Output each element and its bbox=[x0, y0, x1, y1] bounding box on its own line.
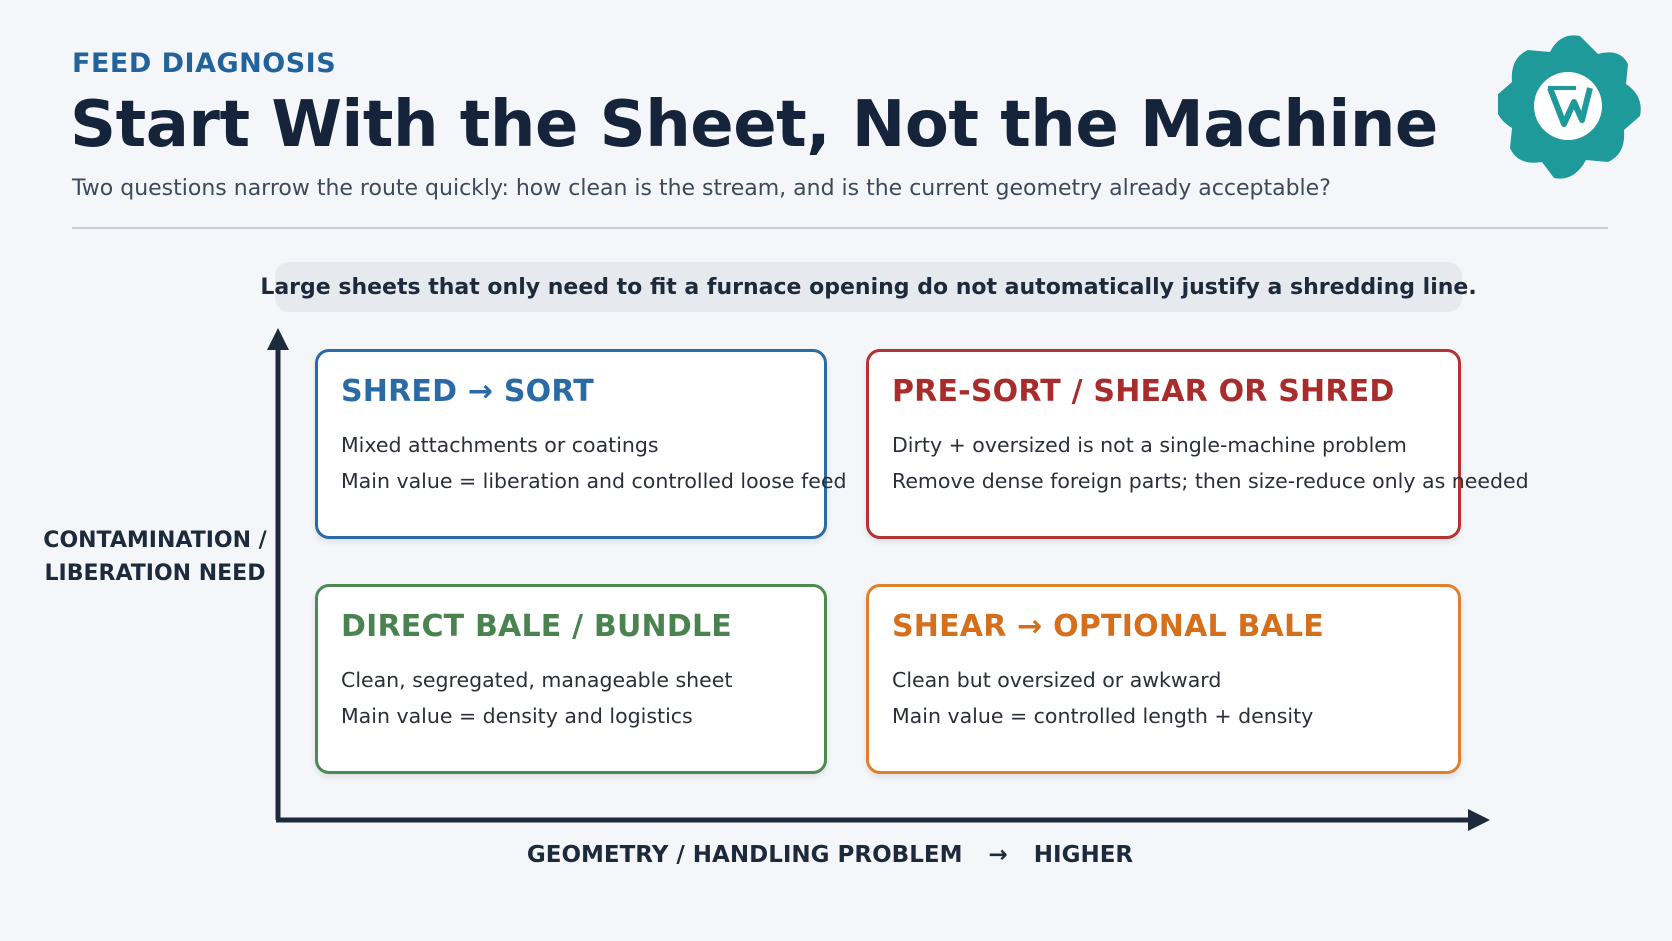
gear-center bbox=[1534, 72, 1602, 140]
quadrant-title: PRE-SORT / SHEAR OR SHRED bbox=[892, 374, 1395, 409]
quadrant-shred-sort: SHRED → SORT Mixed attachments or coatin… bbox=[315, 349, 847, 539]
eyebrow-label: FEED DIAGNOSIS bbox=[72, 48, 337, 79]
y-axis-label-line2: LIBERATION NEED bbox=[44, 561, 266, 586]
page-title: Start With the Sheet, Not the Machine bbox=[70, 88, 1438, 162]
quadrant-line: Clean but oversized or awkward bbox=[892, 668, 1222, 692]
quadrant-direct-bale-bundle: DIRECT BALE / BUNDLE Clean, segregated, … bbox=[315, 584, 827, 774]
x-axis-label-arrow: → bbox=[988, 842, 1008, 868]
quadrant-presort-shear-or-shred: PRE-SORT / SHEAR OR SHRED Dirty + oversi… bbox=[866, 349, 1529, 539]
x-axis-arrowhead bbox=[1468, 809, 1490, 831]
quadrant-title: SHRED → SORT bbox=[341, 374, 594, 409]
y-axis-label: CONTAMINATION / LIBERATION NEED bbox=[40, 524, 270, 590]
y-axis-arrowhead bbox=[267, 328, 289, 350]
x-axis-label-text: GEOMETRY / HANDLING PROBLEM bbox=[526, 842, 963, 868]
quadrant-line: Main value = controlled length + density bbox=[892, 704, 1314, 728]
quadrant-title: DIRECT BALE / BUNDLE bbox=[341, 609, 732, 644]
quadrant-line: Main value = density and logistics bbox=[341, 704, 693, 728]
x-axis-label-direction: HIGHER bbox=[1033, 842, 1134, 868]
quadrant-line: Remove dense foreign parts; then size-re… bbox=[892, 469, 1529, 493]
quadrant-line: Main value = liberation and controlled l… bbox=[341, 469, 847, 493]
quadrant-shear-optional-bale: SHEAR → OPTIONAL BALE Clean but oversize… bbox=[866, 584, 1461, 774]
x-axis-label: GEOMETRY / HANDLING PROBLEM → HIGHER bbox=[480, 842, 1180, 868]
y-axis-label-line1: CONTAMINATION / bbox=[43, 528, 267, 553]
callout-banner: Large sheets that only need to fit a fur… bbox=[260, 262, 1477, 312]
page-subtitle: Two questions narrow the route quickly: … bbox=[72, 176, 1331, 201]
quadrant-line: Dirty + oversized is not a single-machin… bbox=[892, 433, 1407, 457]
gear-logo-icon bbox=[1498, 35, 1641, 179]
header-divider bbox=[72, 227, 1608, 229]
logo-mark bbox=[1547, 86, 1593, 127]
quadrant-title: SHEAR → OPTIONAL BALE bbox=[892, 609, 1324, 644]
quadrant-line: Clean, segregated, manageable sheet bbox=[341, 668, 733, 692]
quadrant-line: Mixed attachments or coatings bbox=[341, 433, 659, 457]
